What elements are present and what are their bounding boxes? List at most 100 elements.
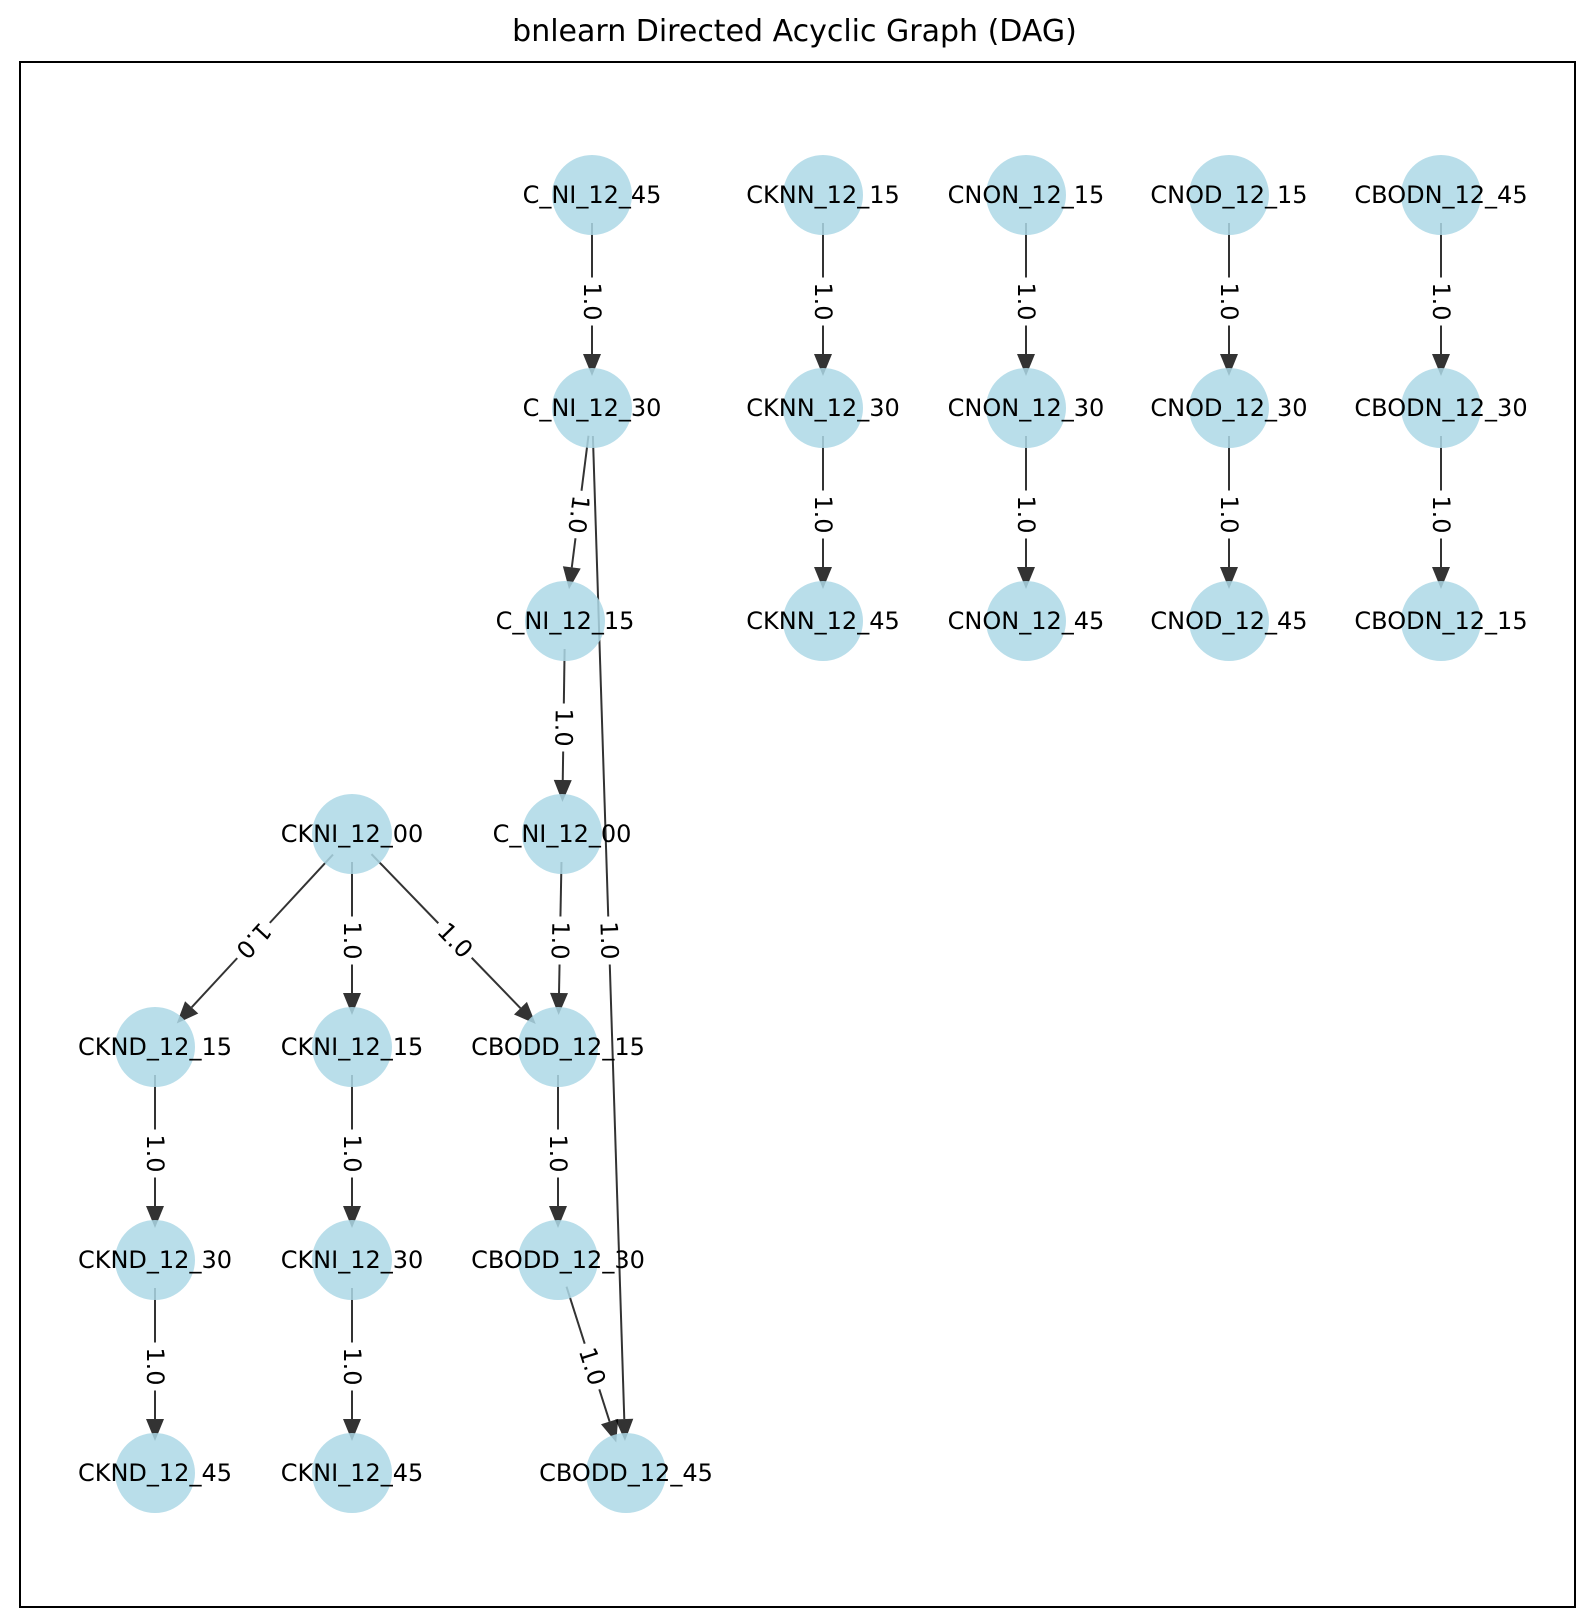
node-label: CKND_12_15 [78, 1033, 232, 1061]
edge-line [598, 1389, 611, 1422]
arrowhead-icon [1432, 354, 1450, 376]
arrowhead-icon [343, 1419, 361, 1441]
edge-weight-label: 1.0 [578, 282, 606, 320]
arrowhead-icon [1017, 354, 1035, 376]
edges-layer [146, 223, 1450, 1443]
node-CKND_12_15 [115, 1007, 195, 1087]
edge-weight-label: 1.0 [1215, 495, 1243, 533]
node-C_NI_12_00 [522, 794, 602, 874]
node-label: C_NI_12_00 [493, 820, 632, 848]
edge-weight-label: 1.0 [1427, 282, 1455, 320]
arrowhead-icon [550, 992, 569, 1016]
node-label: CKNI_12_45 [281, 1459, 424, 1487]
edge-weight-label: 1.0 [432, 917, 479, 964]
arrowhead-icon [146, 1419, 164, 1441]
node-label: CNOD_12_30 [1150, 394, 1307, 422]
node-CBODD_12_30 [518, 1220, 598, 1300]
chart-title: bnlearn Directed Acyclic Graph (DAG) [512, 14, 1077, 49]
edge-weight-label: 1.0 [573, 1344, 611, 1389]
node-label: CKNI_12_15 [281, 1033, 424, 1061]
arrowhead-icon [343, 1206, 361, 1228]
node-CKNN_12_45 [783, 581, 863, 661]
node-label: CBODD_12_30 [471, 1246, 645, 1274]
edge-weight-label: 1.0 [141, 1134, 169, 1172]
edge-weight-label: 1.0 [594, 921, 623, 960]
edge-weight-label: 1.0 [338, 921, 366, 959]
edge-line [269, 853, 334, 924]
arrowhead-icon [1220, 567, 1238, 589]
node-CBODD_12_45 [586, 1433, 666, 1513]
edge-weight-label: 1.0 [562, 494, 595, 535]
node-CNON_12_15 [986, 155, 1066, 235]
node-label: CBODN_12_30 [1354, 394, 1527, 422]
node-label: CBODD_12_15 [471, 1033, 645, 1061]
edge-weight-label: 1.0 [1215, 282, 1243, 320]
node-label: C_NI_12_45 [523, 181, 662, 209]
edge-weight-label: 1.0 [141, 1347, 169, 1385]
arrowhead-icon [583, 354, 601, 376]
edge-weight-label: 1.0 [809, 495, 837, 533]
edge-weight-label: 1.0 [338, 1347, 366, 1385]
edge-weight-label: 1.0 [230, 917, 276, 964]
node-CKNI_12_00 [312, 794, 392, 874]
node-label: CKND_12_30 [78, 1246, 232, 1274]
arrowhead-icon [343, 993, 361, 1015]
edge-C_NI_12_30-to-CBODD_12_45 [591, 435, 634, 1442]
edge-weight-label: 1.0 [1012, 495, 1040, 533]
arrowhead-icon [562, 566, 581, 590]
node-label: CBODN_12_15 [1354, 607, 1527, 635]
edge-line [370, 853, 440, 924]
node-label: CNOD_12_15 [1150, 181, 1307, 209]
node-C_NI_12_45 [552, 155, 632, 235]
node-label: CBODD_12_45 [539, 1459, 713, 1487]
arrowhead-icon [549, 1206, 567, 1228]
node-label: CBODN_12_45 [1354, 181, 1527, 209]
node-CBODN_12_15 [1401, 581, 1481, 661]
node-CKND_12_45 [115, 1433, 195, 1513]
node-label: CNON_12_15 [948, 181, 1105, 209]
node-label: C_NI_12_30 [523, 394, 662, 422]
node-label: C_NI_12_15 [496, 607, 635, 635]
node-label: CKNI_12_30 [281, 1246, 424, 1274]
node-CBODN_12_30 [1401, 368, 1481, 448]
node-label: CKNN_12_45 [746, 607, 899, 635]
labels-layer: 1.0 1.0 1.0 1.0 1.0 1.0 1.0 1.0 1.0 1.0 1.0 1.0 1.0 1… [141, 282, 1455, 1389]
edge-line [558, 964, 561, 994]
node-label: CKND_12_45 [78, 1459, 232, 1487]
node-CNON_12_30 [986, 368, 1066, 448]
arrowhead-icon [814, 567, 832, 589]
edge-line [470, 957, 522, 1009]
node-label: CNON_12_30 [948, 394, 1105, 422]
node-label: CNOD_12_45 [1150, 607, 1307, 635]
edge-weight-label: 1.0 [1427, 495, 1455, 533]
edge-weight-label: 1.0 [546, 921, 575, 960]
node-CBODN_12_45 [1401, 155, 1481, 235]
edge-weight-label: 1.0 [549, 708, 578, 747]
node-label: CKNN_12_15 [746, 181, 899, 209]
plot-frame [19, 61, 1576, 1608]
edge-weight-label: 1.0 [338, 1134, 366, 1172]
node-C_NI_12_15 [525, 581, 605, 661]
edge-line [608, 964, 626, 1420]
node-CNOD_12_45 [1189, 581, 1269, 661]
node-CKNI_12_15 [312, 1007, 392, 1087]
edge-line [570, 538, 577, 568]
arrowhead-icon [553, 779, 572, 803]
node-CKNN_12_30 [783, 368, 863, 448]
edge-weight-label: 1.0 [544, 1134, 572, 1172]
node-CKNI_12_30 [312, 1220, 392, 1300]
nodes-layer: C_NI_12_45C_NI_12_30C_NI_12_15C_NI_12_00… [78, 155, 1528, 1513]
arrowhead-icon [1220, 354, 1238, 376]
edge-line [190, 957, 238, 1009]
arrowhead-icon [1432, 567, 1450, 589]
node-CNON_12_45 [986, 581, 1066, 661]
node-label: CNON_12_45 [948, 607, 1105, 635]
node-CKND_12_30 [115, 1220, 195, 1300]
node-label: CKNI_12_00 [281, 820, 424, 848]
edge-weight-label: 1.0 [809, 282, 837, 320]
node-CKNN_12_15 [783, 155, 863, 235]
arrowhead-icon [1017, 567, 1035, 589]
node-CKNI_12_45 [312, 1433, 392, 1513]
